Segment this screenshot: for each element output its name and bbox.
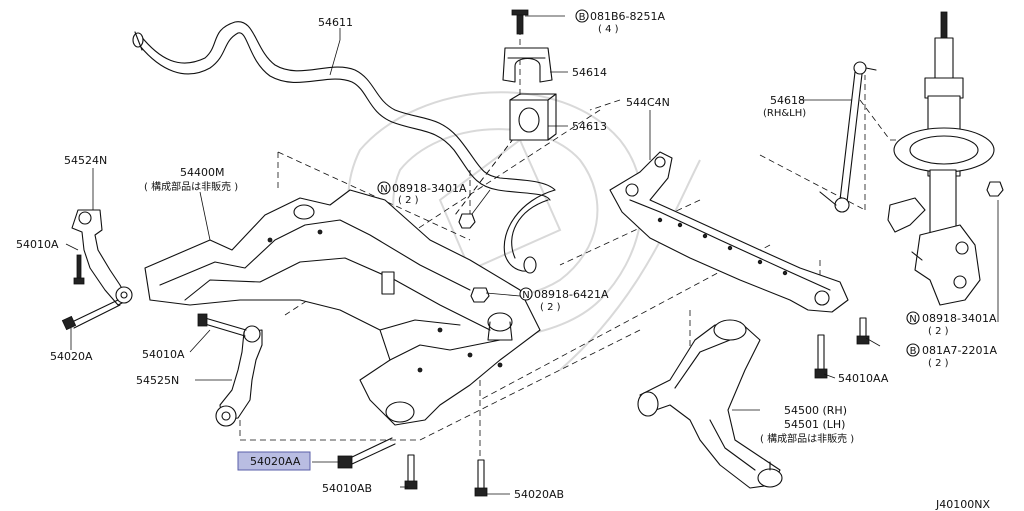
stabilizer-link bbox=[819, 61, 877, 213]
callout-54010AA: 54010AA bbox=[838, 372, 889, 385]
bushing-clamp bbox=[502, 9, 553, 83]
callout-081B6-8251A: 081B6-8251A bbox=[590, 10, 666, 23]
cross-member-544C4N bbox=[609, 151, 849, 313]
prefix-b-mark: B bbox=[910, 346, 917, 357]
lower-link-54524N bbox=[71, 209, 133, 306]
bolt-54020AB bbox=[474, 459, 488, 497]
callout-08918-6421A: 08918-6421A bbox=[534, 288, 609, 301]
bushing bbox=[509, 93, 557, 141]
callout-54611: 54611 bbox=[318, 16, 353, 29]
callout-54400M: 54400M bbox=[180, 166, 224, 179]
callout-54524N: 54524N bbox=[64, 154, 107, 167]
callout-54020AA-highlight[interactable]: 54020AA bbox=[237, 451, 311, 471]
bolt-54010A-mid bbox=[197, 313, 247, 337]
callout-54500: 54500 (RH) bbox=[784, 404, 847, 417]
nut-08918-3401A-strut bbox=[986, 181, 1004, 197]
callout-5450x-sub: ( 構成部品は非販売 ) bbox=[760, 432, 854, 445]
callout-081A7-qty: ( 2 ) bbox=[928, 358, 949, 369]
lower-control-arm bbox=[637, 319, 783, 489]
callout-54614: 54614 bbox=[572, 66, 607, 79]
callout-54501: 54501 (LH) bbox=[784, 418, 845, 431]
callout-54613: 54613 bbox=[572, 120, 607, 133]
callout-08918-3401A-strut-qty: ( 2 ) bbox=[928, 326, 949, 337]
callout-08918-6421A-qty: ( 2 ) bbox=[540, 302, 561, 313]
prefix-n-mark: N bbox=[522, 290, 529, 301]
nut-08918-6421A bbox=[470, 287, 490, 303]
bolt-54010AA bbox=[814, 334, 828, 379]
prefix-symbols: B N N N B bbox=[377, 9, 920, 357]
callout-54010AB: 54010AB bbox=[322, 482, 372, 495]
callout-081B6-qty: ( 4 ) bbox=[598, 24, 619, 35]
lower-link-54525N bbox=[215, 325, 263, 427]
bolt-54010A-left bbox=[73, 254, 85, 285]
stabilizer-bar bbox=[132, 21, 556, 274]
callout-54020AB: 54020AB bbox=[514, 488, 564, 501]
callout-54020A: 54020A bbox=[50, 350, 93, 363]
callout-54010A-left: 54010A bbox=[16, 238, 59, 251]
strut-assembly bbox=[887, 11, 995, 306]
callout-54525N: 54525N bbox=[136, 374, 179, 387]
bolt-54020AA bbox=[337, 437, 396, 469]
callout-54020AA: 54020AA bbox=[250, 455, 301, 468]
callout-54400M-sub: ( 構成部品は非販売 ) bbox=[144, 180, 238, 193]
front-subframe bbox=[144, 189, 541, 426]
bolt-081A7-2201A bbox=[856, 317, 870, 345]
callout-08918-3401A: 08918-3401A bbox=[392, 182, 467, 195]
callout-08918-3401A-qty: ( 2 ) bbox=[398, 195, 419, 206]
callout-54618-sub: (RH&LH) bbox=[763, 108, 806, 119]
callout-54010A-mid: 54010A bbox=[142, 348, 185, 361]
prefix-b-mark: B bbox=[579, 12, 586, 23]
leader-lines bbox=[65, 15, 999, 495]
callout-08918-3401A-strut: 08918-3401A bbox=[922, 312, 997, 325]
callout-54618: 54618 bbox=[770, 94, 805, 107]
bolt-54020A bbox=[61, 299, 121, 331]
nut-08918-3401A bbox=[458, 213, 476, 229]
prefix-n-mark: N bbox=[909, 314, 916, 325]
callout-labels: 54611 081B6-8251A ( 4 ) 54614 54613 544C… bbox=[16, 10, 997, 511]
callout-544C4N: 544C4N bbox=[626, 96, 670, 109]
diagram-code: J40100NX bbox=[935, 498, 990, 511]
bolt-54010AB bbox=[404, 454, 418, 490]
prefix-n-mark: N bbox=[380, 184, 387, 195]
callout-081A7-2201A: 081A7-2201A bbox=[922, 344, 997, 357]
